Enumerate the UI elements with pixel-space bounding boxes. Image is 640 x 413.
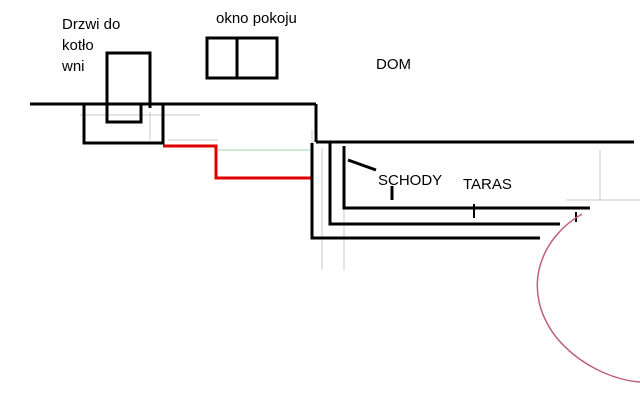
terrace-arc	[536, 213, 640, 383]
terrace-outline	[310, 143, 590, 240]
door-outline	[105, 51, 152, 124]
window-outline	[205, 36, 279, 80]
house-label: DOM	[376, 56, 411, 73]
red-path	[163, 144, 314, 188]
house-wall	[30, 102, 634, 145]
door-label: Drzwi do kotło wni	[62, 16, 121, 75]
stairs-label: SCHODY	[378, 172, 443, 189]
terrace-label: TARAS	[463, 176, 512, 193]
window-label: okno pokoju	[216, 10, 297, 27]
